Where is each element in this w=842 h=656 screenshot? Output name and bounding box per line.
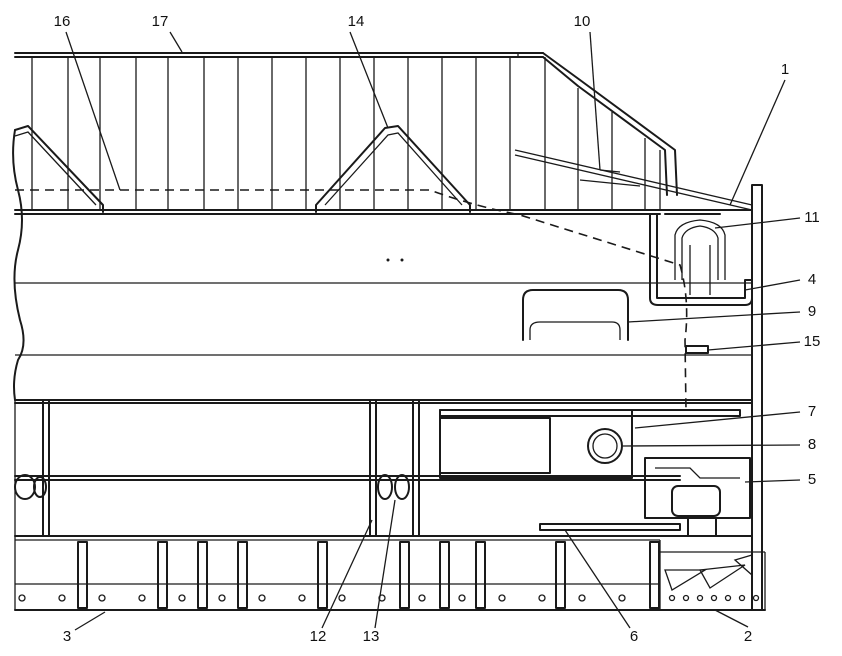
skid-hole xyxy=(738,594,746,602)
skid-post xyxy=(237,541,248,609)
skid-hole xyxy=(98,594,106,602)
skid-hole xyxy=(696,594,704,602)
skid-hole xyxy=(378,594,386,602)
skid-hole xyxy=(218,594,226,602)
skid-hole xyxy=(458,594,466,602)
skid-hole xyxy=(178,594,186,602)
skid-post xyxy=(439,541,450,609)
skid-hole xyxy=(258,594,266,602)
skid-hole xyxy=(18,594,26,602)
callout-label-4: 4 xyxy=(808,271,816,288)
skid-hole xyxy=(710,594,718,602)
skid-post xyxy=(77,541,88,609)
callout-label-12: 12 xyxy=(310,628,327,645)
callout-label-9: 9 xyxy=(808,303,816,320)
beam-box xyxy=(14,409,741,481)
skid-hole xyxy=(338,594,346,602)
skid-post xyxy=(555,541,566,609)
end-plate xyxy=(659,184,766,611)
body-lines xyxy=(14,258,766,611)
skid-post xyxy=(399,541,410,609)
skid-post xyxy=(475,541,486,609)
skid-hole xyxy=(418,594,426,602)
skid-hole xyxy=(724,594,732,602)
callout-label-10: 10 xyxy=(574,13,591,30)
axle-posts xyxy=(14,399,420,537)
railing xyxy=(14,52,678,210)
skid-hole xyxy=(298,594,306,602)
upper-deck xyxy=(14,149,753,215)
callout-label-5: 5 xyxy=(808,471,816,488)
break-line xyxy=(12,129,25,401)
skid-hole xyxy=(682,594,690,602)
flat-bar xyxy=(539,523,681,531)
callout-label-14: 14 xyxy=(348,13,365,30)
callout-label-17: 17 xyxy=(152,13,169,30)
callout-label-16: 16 xyxy=(54,13,71,30)
callout-label-1: 1 xyxy=(781,61,789,78)
spool xyxy=(644,457,751,537)
skid-post xyxy=(197,541,208,609)
skid-post xyxy=(317,541,328,609)
bottom-skid xyxy=(18,541,760,609)
skid-hole xyxy=(498,594,506,602)
skid-post xyxy=(157,541,168,609)
leader-lines xyxy=(65,31,801,631)
skid-hole xyxy=(578,594,586,602)
callout-label-8: 8 xyxy=(808,436,816,453)
cab-box xyxy=(649,213,753,306)
skid-hole xyxy=(668,594,676,602)
callout-label-6: 6 xyxy=(630,628,638,645)
ramp-left xyxy=(14,125,104,213)
skid-hole xyxy=(58,594,66,602)
ramp-center xyxy=(315,125,471,213)
skid-post xyxy=(649,541,660,609)
callout-label-3: 3 xyxy=(63,628,71,645)
skid-hole xyxy=(618,594,626,602)
callout-label-13: 13 xyxy=(363,628,380,645)
bracket xyxy=(522,289,629,341)
callout-label-15: 15 xyxy=(804,333,821,350)
skid-hole xyxy=(138,594,146,602)
hidden-line xyxy=(15,189,688,411)
callout-label-11: 11 xyxy=(804,209,820,226)
skid-hole xyxy=(752,594,760,602)
callout-label-7: 7 xyxy=(808,403,816,420)
small-plate xyxy=(685,345,709,354)
skid-hole xyxy=(538,594,546,602)
callout-label-2: 2 xyxy=(744,628,752,645)
